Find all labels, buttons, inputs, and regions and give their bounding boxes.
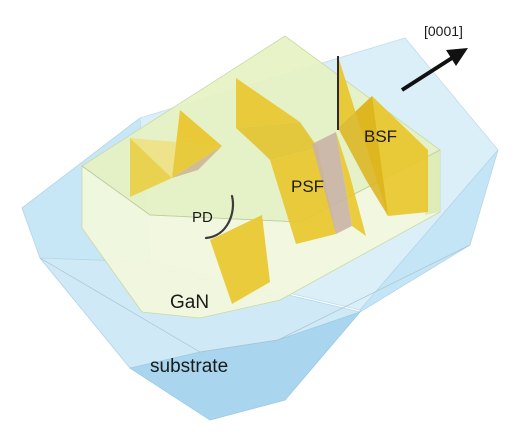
psf-fault xyxy=(312,132,366,236)
direction-arrow xyxy=(400,48,468,92)
substrate-label: substrate xyxy=(150,356,228,377)
substrate-inner-edge xyxy=(39,244,471,353)
psf-label: PSF xyxy=(291,177,324,196)
gan-label: GaN xyxy=(170,292,209,313)
v-pit-left-wall xyxy=(130,138,172,197)
v-pit-right-wall xyxy=(172,110,222,178)
bsf-plane xyxy=(338,56,428,216)
bsf-label: BSF xyxy=(364,127,397,146)
direction-arrow-head xyxy=(446,48,468,66)
pd-fault xyxy=(210,215,270,304)
bsf-plane-lower xyxy=(338,96,388,216)
bsf-fault xyxy=(337,56,428,216)
pd-label: PD xyxy=(192,209,213,226)
gan-right-face xyxy=(425,150,440,215)
psf-plane xyxy=(312,132,352,234)
v-pit-bottom xyxy=(172,146,222,178)
pd-dislocation-curve xyxy=(204,194,235,240)
fault-plane-center xyxy=(236,78,336,244)
v-pit-defects xyxy=(130,110,222,197)
pd-fault-plane xyxy=(210,215,270,304)
psf-side-plane xyxy=(336,132,366,236)
fault-plane-center-top xyxy=(236,78,300,128)
direction-arrow-shaft xyxy=(400,56,454,92)
fault-plane-center-main xyxy=(236,122,318,160)
direction-label: [0001] xyxy=(424,23,463,39)
